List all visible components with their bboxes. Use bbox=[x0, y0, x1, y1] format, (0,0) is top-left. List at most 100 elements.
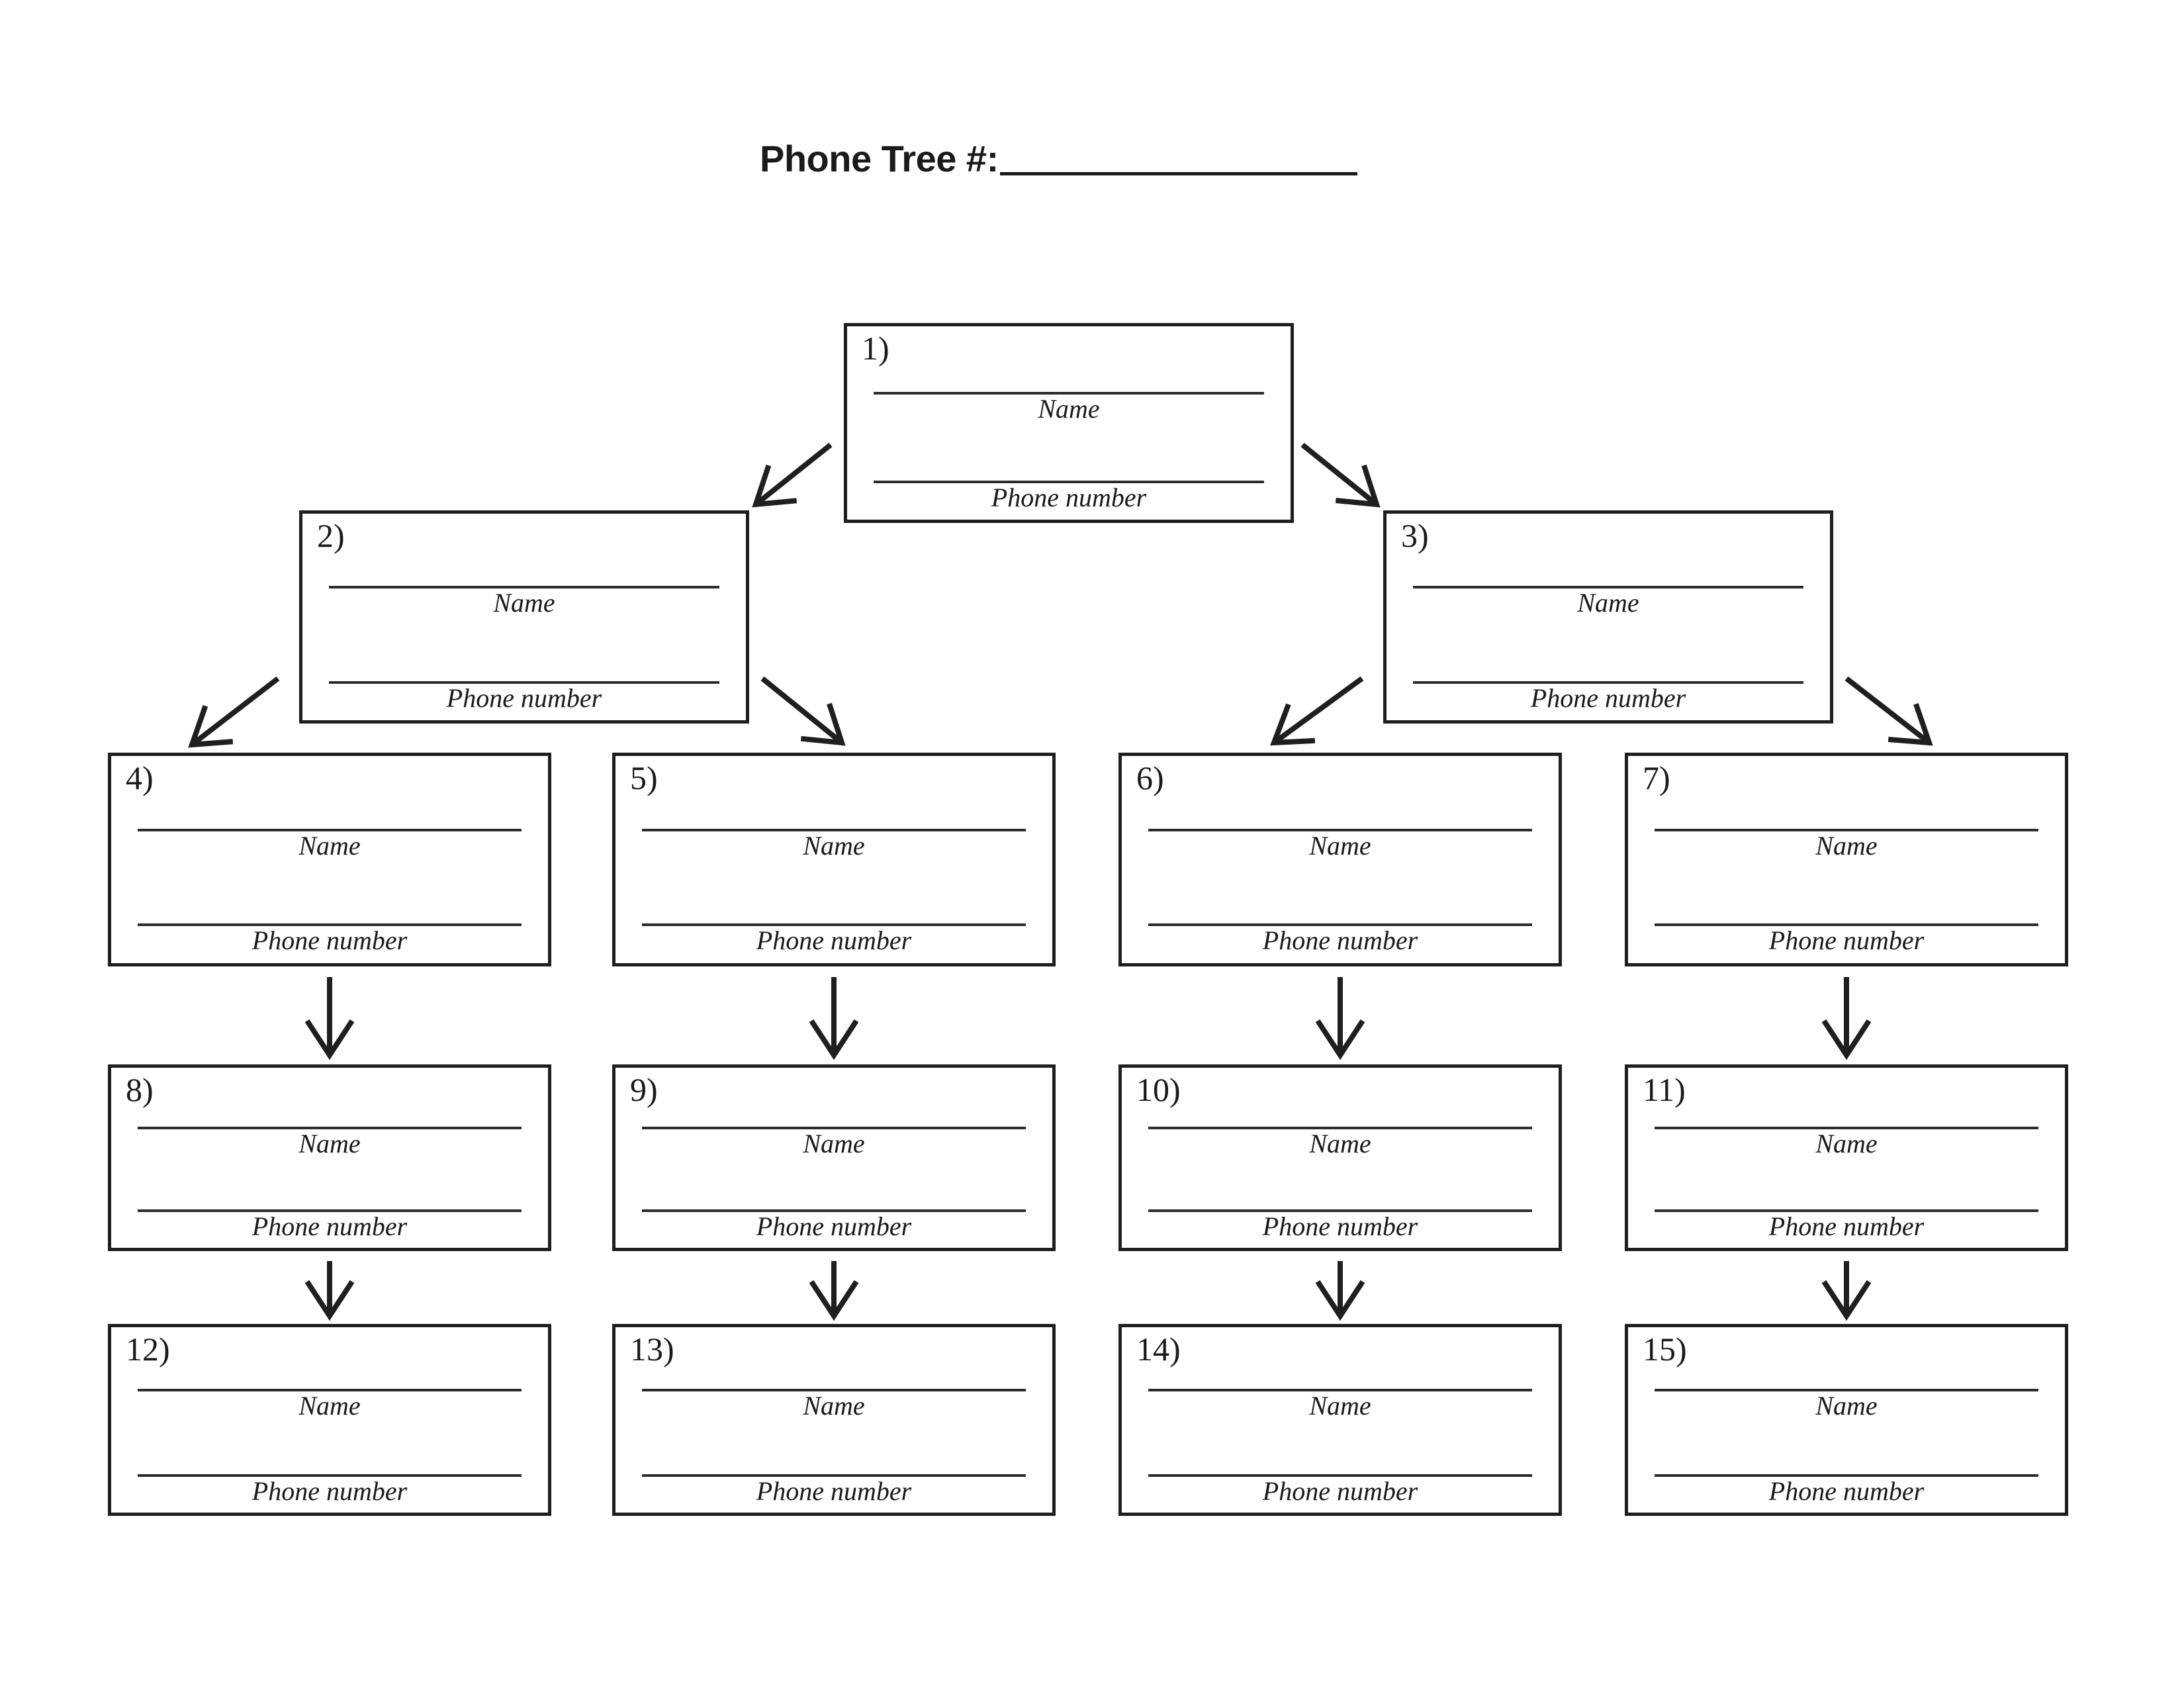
arrow-head bbox=[800, 702, 846, 746]
phone-caption-5: Phone number bbox=[756, 925, 912, 956]
phone-write-line-8[interactable] bbox=[137, 1209, 522, 1213]
page-title: Phone Tree #: bbox=[760, 140, 1357, 177]
name-write-line-3[interactable] bbox=[1413, 586, 1803, 588]
name-write-line-8[interactable] bbox=[137, 1127, 522, 1129]
name-field-12[interactable]: Name bbox=[137, 1389, 522, 1420]
name-write-line-15[interactable] bbox=[1654, 1389, 2039, 1391]
name-field-13[interactable]: Name bbox=[641, 1389, 1026, 1420]
arrow-head bbox=[1335, 464, 1381, 508]
phone-caption-10: Phone number bbox=[1262, 1211, 1418, 1242]
name-field-4[interactable]: Name bbox=[137, 828, 522, 860]
phone-field-7[interactable]: Phone number bbox=[1654, 923, 2039, 955]
arrow-4-to-8 bbox=[304, 977, 355, 1060]
name-write-line-2[interactable] bbox=[329, 586, 719, 588]
phone-field-10[interactable]: Phone number bbox=[1148, 1209, 1533, 1241]
phone-write-line-2[interactable] bbox=[329, 680, 719, 684]
arrow-head bbox=[304, 1019, 355, 1060]
phone-write-line-9[interactable] bbox=[641, 1209, 1026, 1213]
arrow-11-to-15 bbox=[1821, 1261, 1872, 1321]
arrow-10-to-14 bbox=[1315, 1261, 1365, 1321]
phone-write-line-13[interactable] bbox=[641, 1474, 1026, 1477]
name-field-11[interactable]: Name bbox=[1654, 1127, 2039, 1158]
phone-field-15[interactable]: Phone number bbox=[1654, 1474, 2039, 1505]
phone-field-5[interactable]: Phone number bbox=[641, 923, 1026, 956]
phone-field-3[interactable]: Phone number bbox=[1413, 680, 1803, 713]
name-field-3[interactable]: Name bbox=[1413, 586, 1803, 617]
phone-write-line-15[interactable] bbox=[1654, 1474, 2039, 1477]
phone-caption-11: Phone number bbox=[1768, 1211, 1925, 1242]
phone-caption-6: Phone number bbox=[1262, 925, 1418, 956]
phone-write-line-6[interactable] bbox=[1148, 923, 1533, 927]
node-number-15: 15) bbox=[1643, 1331, 1687, 1368]
name-field-5[interactable]: Name bbox=[641, 828, 1026, 860]
phone-field-12[interactable]: Phone number bbox=[137, 1474, 522, 1505]
phone-field-6[interactable]: Phone number bbox=[1148, 923, 1533, 955]
name-caption-10: Name bbox=[1309, 1129, 1371, 1158]
node-number-4: 4) bbox=[126, 759, 154, 796]
name-field-15[interactable]: Name bbox=[1654, 1389, 2039, 1420]
phone-tree-number-blank[interactable] bbox=[999, 172, 1357, 175]
phone-write-line-3[interactable] bbox=[1413, 680, 1803, 684]
phone-field-4[interactable]: Phone number bbox=[137, 923, 522, 955]
node-number-1: 1) bbox=[862, 330, 889, 367]
phone-write-line-14[interactable] bbox=[1148, 1474, 1533, 1477]
name-field-1[interactable]: Name bbox=[874, 392, 1264, 423]
phone-field-2[interactable]: Phone number bbox=[329, 680, 719, 712]
name-caption-3: Name bbox=[1577, 588, 1639, 618]
name-field-10[interactable]: Name bbox=[1148, 1127, 1533, 1158]
phone-field-1[interactable]: Phone number bbox=[874, 481, 1264, 512]
arrow-head bbox=[1270, 703, 1316, 746]
phone-write-line-4[interactable] bbox=[137, 923, 522, 927]
phone-write-line-5[interactable] bbox=[641, 923, 1026, 927]
name-field-2[interactable]: Name bbox=[329, 586, 719, 617]
name-write-line-11[interactable] bbox=[1654, 1127, 2039, 1129]
name-write-line-14[interactable] bbox=[1148, 1389, 1533, 1391]
name-field-8[interactable]: Name bbox=[137, 1127, 522, 1158]
name-write-line-1[interactable] bbox=[874, 392, 1264, 395]
node-number-5: 5) bbox=[630, 759, 658, 796]
phone-write-line-1[interactable] bbox=[874, 481, 1264, 484]
name-write-line-12[interactable] bbox=[137, 1389, 522, 1391]
name-write-line-4[interactable] bbox=[137, 828, 522, 831]
phone-field-14[interactable]: Phone number bbox=[1148, 1474, 1533, 1505]
name-write-line-6[interactable] bbox=[1148, 828, 1533, 831]
name-write-line-7[interactable] bbox=[1654, 828, 2039, 831]
name-field-6[interactable]: Name bbox=[1148, 828, 1533, 860]
phone-field-9[interactable]: Phone number bbox=[641, 1209, 1026, 1241]
name-write-line-10[interactable] bbox=[1148, 1127, 1533, 1129]
node-number-6: 6) bbox=[1136, 759, 1164, 796]
phone-field-13[interactable]: Phone number bbox=[641, 1474, 1026, 1505]
name-write-line-5[interactable] bbox=[641, 828, 1026, 831]
name-write-line-9[interactable] bbox=[641, 1127, 1026, 1129]
phone-caption-3: Phone number bbox=[1530, 682, 1686, 713]
name-write-line-13[interactable] bbox=[641, 1389, 1026, 1391]
name-field-7[interactable]: Name bbox=[1654, 828, 2039, 860]
node-number-14: 14) bbox=[1136, 1331, 1181, 1368]
name-field-9[interactable]: Name bbox=[641, 1127, 1026, 1158]
name-field-14[interactable]: Name bbox=[1148, 1389, 1533, 1420]
phone-write-line-7[interactable] bbox=[1654, 923, 2039, 927]
phone-write-line-11[interactable] bbox=[1654, 1209, 2039, 1213]
phone-field-11[interactable]: Phone number bbox=[1654, 1209, 2039, 1242]
phone-write-line-12[interactable] bbox=[137, 1474, 522, 1477]
phone-write-line-10[interactable] bbox=[1148, 1209, 1533, 1213]
phone-field-8[interactable]: Phone number bbox=[137, 1209, 522, 1242]
arrow-shaft bbox=[190, 676, 280, 747]
phone-caption-8: Phone number bbox=[251, 1211, 408, 1242]
